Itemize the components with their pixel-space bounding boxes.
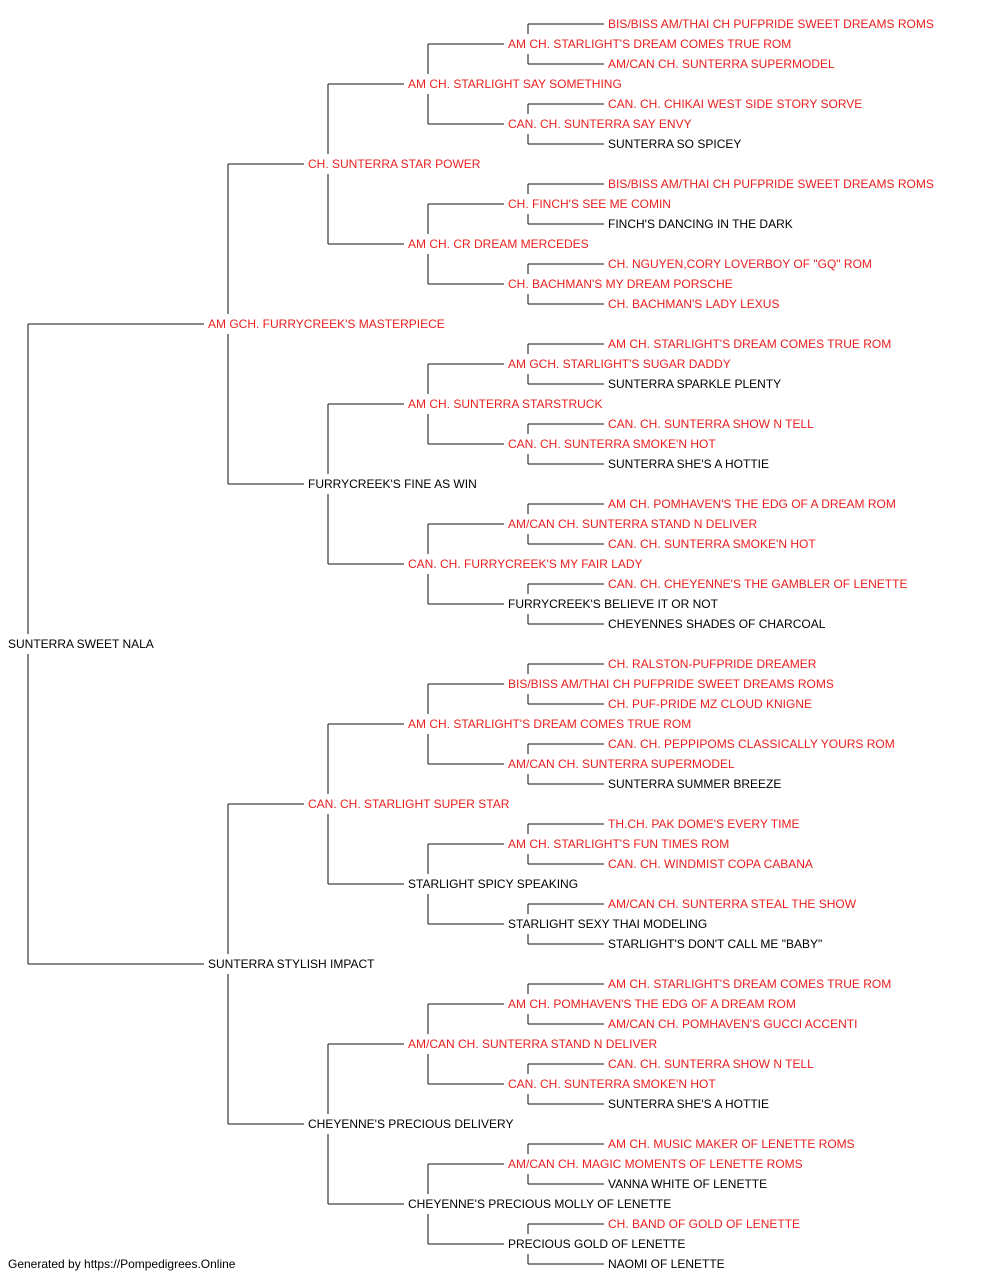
ancestor-name[interactable]: AM/CAN CH. MAGIC MOMENTS OF LENETTE ROMS: [508, 1157, 803, 1171]
ancestor-name[interactable]: CH. BACHMAN'S LADY LEXUS: [608, 297, 779, 311]
ancestor-name[interactable]: BIS/BISS AM/THAI CH PUFPRIDE SWEET DREAM…: [508, 677, 834, 691]
ancestor-name[interactable]: AM CH. MUSIC MAKER OF LENETTE ROMS: [608, 1137, 855, 1151]
ancestor-name[interactable]: AM/CAN CH. SUNTERRA SUPERMODEL: [508, 757, 735, 771]
ancestor-name[interactable]: CAN. CH. SUNTERRA SMOKE'N HOT: [608, 537, 816, 551]
ancestor-name[interactable]: VANNA WHITE OF LENETTE: [608, 1177, 767, 1191]
ancestor-name[interactable]: BIS/BISS AM/THAI CH PUFPRIDE SWEET DREAM…: [608, 17, 934, 31]
ancestor-name[interactable]: CAN. CH. CHEYENNE'S THE GAMBLER OF LENET…: [608, 577, 907, 591]
ancestor-name[interactable]: SUNTERRA SHE'S A HOTTIE: [608, 1097, 769, 1111]
ancestor-name[interactable]: CH. PUF-PRIDE MZ CLOUD KNIGNE: [608, 697, 812, 711]
ancestor-name[interactable]: PRECIOUS GOLD OF LENETTE: [508, 1237, 685, 1251]
ancestor-name[interactable]: AM CH. POMHAVEN'S THE EDG OF A DREAM ROM: [508, 997, 796, 1011]
ancestor-name[interactable]: SUNTERRA SO SPICEY: [608, 137, 741, 151]
ancestor-name[interactable]: BIS/BISS AM/THAI CH PUFPRIDE SWEET DREAM…: [608, 177, 934, 191]
ancestor-name[interactable]: SUNTERRA SHE'S A HOTTIE: [608, 457, 769, 471]
ancestor-name[interactable]: CAN. CH. CHIKAI WEST SIDE STORY SORVE: [608, 97, 862, 111]
ancestor-name[interactable]: AM CH. CR DREAM MERCEDES: [408, 237, 589, 251]
ancestor-name[interactable]: AM/CAN CH. POMHAVEN'S GUCCI ACCENTI: [608, 1017, 857, 1031]
ancestor-name[interactable]: AM CH. STARLIGHT'S DREAM COMES TRUE ROM: [408, 717, 691, 731]
ancestor-name[interactable]: AM CH. STARLIGHT'S FUN TIMES ROM: [508, 837, 729, 851]
ancestor-name[interactable]: FURRYCREEK'S BELIEVE IT OR NOT: [508, 597, 719, 611]
ancestor-name[interactable]: AM CH. STARLIGHT SAY SOMETHING: [408, 77, 622, 91]
ancestor-name[interactable]: CHEYENNES SHADES OF CHARCOAL: [608, 617, 826, 631]
ancestor-name[interactable]: FINCH'S DANCING IN THE DARK: [608, 217, 793, 231]
ancestor-name[interactable]: AM CH. POMHAVEN'S THE EDG OF A DREAM ROM: [608, 497, 896, 511]
ancestor-name[interactable]: CAN. CH. FURRYCREEK'S MY FAIR LADY: [408, 557, 643, 571]
ancestor-name[interactable]: STARLIGHT'S DON'T CALL ME "BABY": [608, 937, 822, 951]
ancestor-name[interactable]: AM/CAN CH. SUNTERRA SUPERMODEL: [608, 57, 835, 71]
ancestor-name[interactable]: AM/CAN CH. SUNTERRA STAND N DELIVER: [508, 517, 757, 531]
ancestor-name[interactable]: NAOMI OF LENETTE: [608, 1257, 725, 1271]
ancestor-name[interactable]: AM CH. STARLIGHT'S DREAM COMES TRUE ROM: [608, 977, 891, 991]
ancestor-name[interactable]: CAN. CH. PEPPIPOMS CLASSICALLY YOURS ROM: [608, 737, 895, 751]
ancestor-name[interactable]: CH. BACHMAN'S MY DREAM PORSCHE: [508, 277, 733, 291]
ancestor-name[interactable]: CAN. CH. SUNTERRA SHOW N TELL: [608, 417, 814, 431]
ancestor-name[interactable]: CHEYENNE'S PRECIOUS DELIVERY: [308, 1117, 513, 1131]
ancestor-name[interactable]: CAN. CH. SUNTERRA SHOW N TELL: [608, 1057, 814, 1071]
ancestor-name[interactable]: CH. SUNTERRA STAR POWER: [308, 157, 481, 171]
ancestor-name[interactable]: CAN. CH. SUNTERRA SAY ENVY: [508, 117, 692, 131]
ancestor-name[interactable]: SUNTERRA SPARKLE PLENTY: [608, 377, 781, 391]
ancestor-name[interactable]: AM CH. STARLIGHT'S DREAM COMES TRUE ROM: [508, 37, 791, 51]
ancestor-name[interactable]: CH. BAND OF GOLD OF LENETTE: [608, 1217, 800, 1231]
ancestor-name[interactable]: AM GCH. STARLIGHT'S SUGAR DADDY: [508, 357, 731, 371]
ancestor-name[interactable]: CAN. CH. SUNTERRA SMOKE'N HOT: [508, 1077, 716, 1091]
ancestor-name[interactable]: AM GCH. FURRYCREEK'S MASTERPIECE: [208, 317, 445, 331]
ancestor-name[interactable]: FURRYCREEK'S FINE AS WIN: [308, 477, 477, 491]
ancestor-name[interactable]: SUNTERRA STYLISH IMPACT: [208, 957, 375, 971]
ancestor-name[interactable]: TH.CH. PAK DOME'S EVERY TIME: [608, 817, 799, 831]
ancestor-name[interactable]: AM/CAN CH. SUNTERRA STAND N DELIVER: [408, 1037, 657, 1051]
ancestor-name[interactable]: CH. FINCH'S SEE ME COMIN: [508, 197, 671, 211]
ancestor-name[interactable]: CAN. CH. SUNTERRA SMOKE'N HOT: [508, 437, 716, 451]
ancestor-name[interactable]: CH. RALSTON-PUFPRIDE DREAMER: [608, 657, 817, 671]
ancestor-name[interactable]: CHEYENNE'S PRECIOUS MOLLY OF LENETTE: [408, 1197, 671, 1211]
ancestor-name[interactable]: AM CH. SUNTERRA STARSTRUCK: [408, 397, 602, 411]
ancestor-name[interactable]: CH. NGUYEN,CORY LOVERBOY OF "GQ" ROM: [608, 257, 872, 271]
ancestor-name[interactable]: CAN. CH. STARLIGHT SUPER STAR: [308, 797, 510, 811]
ancestor-name[interactable]: CAN. CH. WINDMIST COPA CABANA: [608, 857, 813, 871]
ancestor-name[interactable]: AM CH. STARLIGHT'S DREAM COMES TRUE ROM: [608, 337, 891, 351]
ancestor-name[interactable]: STARLIGHT SPICY SPEAKING: [408, 877, 578, 891]
ancestor-name[interactable]: STARLIGHT SEXY THAI MODELING: [508, 917, 707, 931]
footer-credit: Generated by https://Pompedigrees.Online: [8, 1257, 236, 1271]
subject-name[interactable]: SUNTERRA SWEET NALA: [8, 637, 154, 651]
ancestor-name[interactable]: SUNTERRA SUMMER BREEZE: [608, 777, 781, 791]
ancestor-name[interactable]: AM/CAN CH. SUNTERRA STEAL THE SHOW: [608, 897, 857, 911]
